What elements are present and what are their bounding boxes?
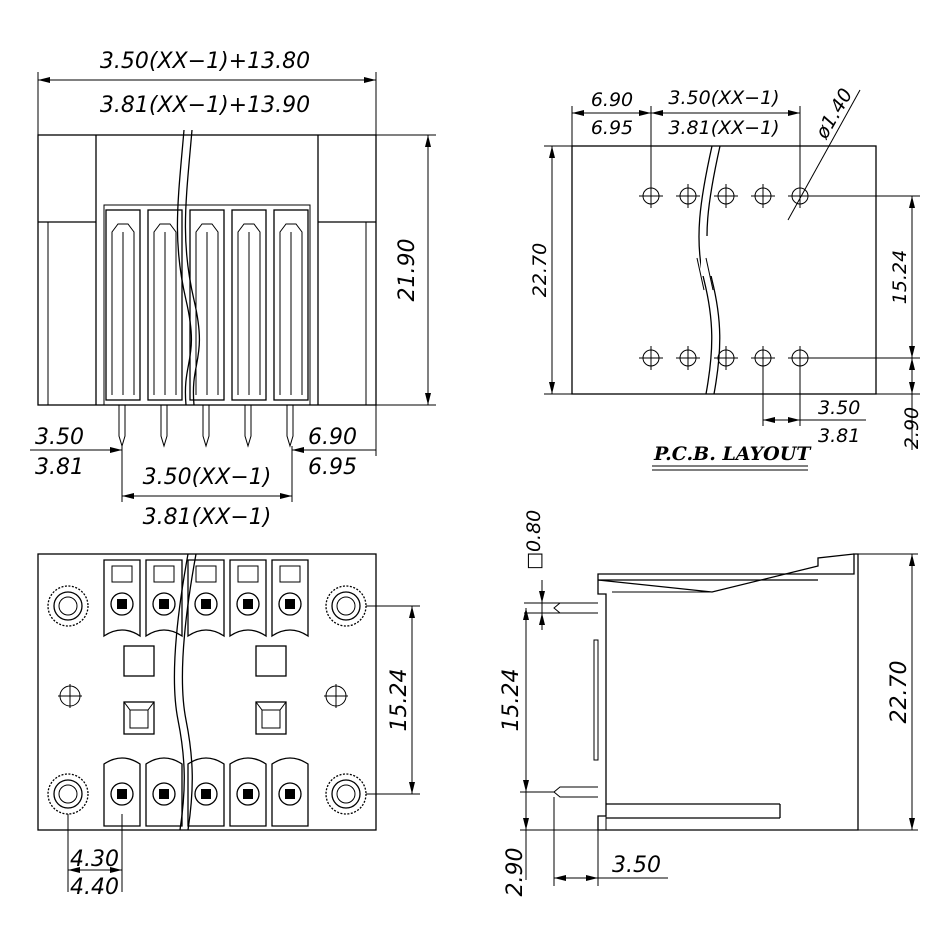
side-pin-square-label: □0.80 [523, 510, 545, 570]
front-break-line-2 [184, 129, 200, 406]
bottom-break-line-2 [181, 553, 197, 831]
front-width-350-label: 3.50(XX−1)+13.80 [100, 49, 310, 74]
bottom-body-outline [37, 553, 377, 831]
bottom-terminals-bottom-row [103, 757, 309, 827]
pcb-layout-title: P.C.B. LAYOUT [653, 443, 812, 465]
pcb-offset-695-label: 6.95 [591, 117, 633, 139]
pcb-height-label: 22.70 [529, 243, 551, 297]
pcb-hole-diameter-label: ø1.40 [811, 85, 858, 144]
bottom-left-offset-430-label: 4.30 [70, 847, 119, 872]
pcb-pitch-381-label: 3.81(XX−1) [668, 117, 779, 139]
pcb-bottom-offset-label: 2.90 [901, 407, 923, 449]
pcb-break-line-2 [706, 145, 721, 395]
pcb-pitch-350-label: 3.50(XX−1) [668, 87, 779, 109]
mounting-bosses [47, 585, 367, 815]
side-body-outline [597, 553, 859, 831]
pcb-offset-690-label: 6.90 [591, 89, 633, 111]
pcb-layout-view: 6.90 6.95 3.50(XX−1) 3.81(XX−1) ø1.40 22… [529, 85, 923, 471]
pcb-pin-pitch-350-label: 3.50 [818, 397, 860, 419]
front-right-offset-690-label: 6.90 [308, 425, 357, 450]
front-left-pitch-350-label: 3.50 [35, 425, 84, 450]
pcb-holes-bottom-row [639, 346, 812, 370]
side-height-label: 22.70 [887, 661, 912, 724]
side-pin-offset-label: 3.50 [612, 853, 661, 878]
bottom-row-spacing-label: 15.24 [387, 669, 412, 732]
latch-windows [123, 645, 287, 735]
pcb-break-line-1 [698, 145, 713, 395]
front-pins [118, 405, 294, 448]
front-right-offset-695-label: 6.95 [308, 455, 357, 480]
bottom-terminals-top-row [103, 559, 309, 638]
pcb-row-spacing-label: 15.24 [889, 250, 911, 304]
side-bottom-offset-label: 2.90 [503, 848, 528, 897]
side-view: □0.80 15.24 2.90 22.70 3.50 [499, 510, 918, 897]
front-span-381-label: 3.81(XX−1) [143, 505, 272, 530]
front-left-pitch-381-label: 3.81 [35, 455, 84, 480]
front-height-label: 21.90 [395, 239, 420, 302]
front-contact-slots [105, 209, 309, 401]
pcb-pin-pitch-381-label: 3.81 [818, 425, 860, 447]
locating-holes [58, 684, 348, 708]
pcb-holes-top-row [639, 184, 812, 208]
front-break-line-1 [176, 129, 192, 406]
pcb-outline [571, 145, 877, 395]
bottom-view: 15.24 4.30 4.40 [37, 553, 420, 900]
front-view: 3.50(XX−1)+13.80 3.81(XX−1)+13.90 [30, 49, 436, 530]
bottom-left-offset-440-label: 4.40 [70, 875, 119, 900]
bottom-break-line-1 [173, 553, 189, 831]
front-span-350-label: 3.50(XX−1) [143, 465, 272, 490]
side-row-spacing-label: 15.24 [499, 669, 524, 732]
front-width-381-label: 3.81(XX−1)+13.90 [100, 93, 310, 118]
